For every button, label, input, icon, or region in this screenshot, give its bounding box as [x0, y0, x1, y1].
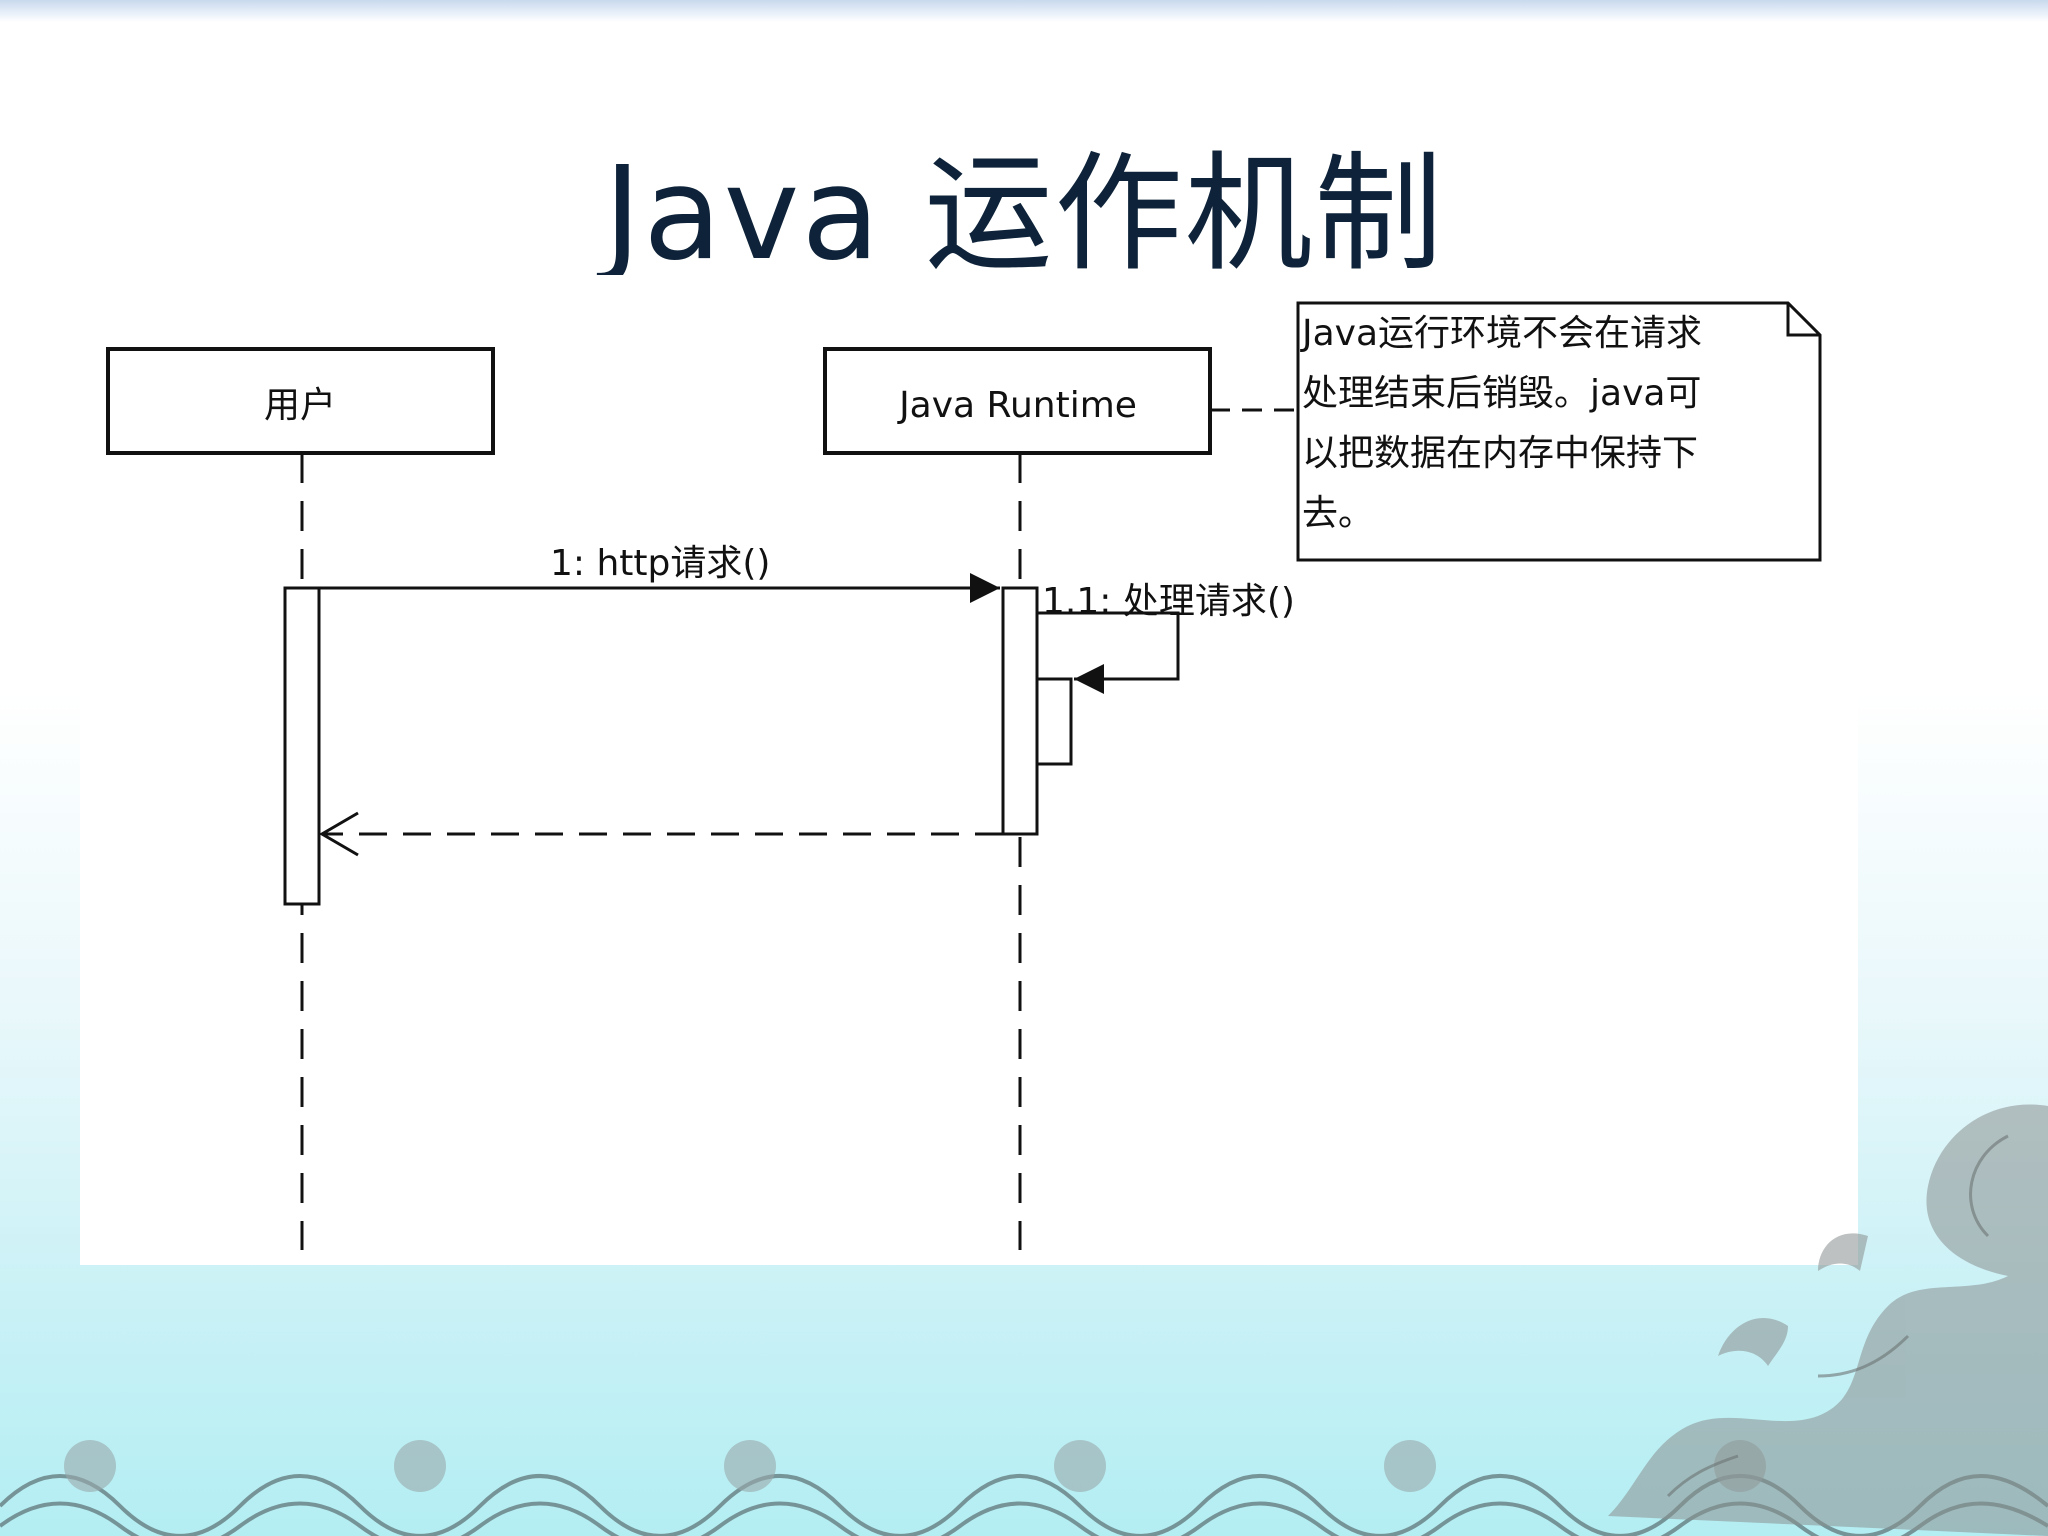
message-label-2: 1.1: 处理请求() [1042, 581, 1295, 622]
note-fold [1786, 303, 1820, 337]
top-header-band [0, 0, 2048, 22]
sequence-diagram: 用户 Java Runtime Java运行环境不会在请求 处理结束后销毁。ja… [106, 301, 1822, 1250]
note-line-4: 去。 [1302, 493, 1374, 534]
message-label-1: 1: http请求() [550, 543, 770, 584]
message-arrow-2 [1037, 611, 1180, 694]
note-line-2: 处理结束后销毁。java可 [1302, 373, 1701, 414]
sequence-diagram-panel: 用户 Java Runtime Java运行环境不会在请求 处理结束后销毁。ja… [80, 275, 1858, 1265]
activation-user [283, 586, 321, 906]
return-arrowhead [319, 811, 359, 857]
activation-runtime [1001, 586, 1039, 836]
slide-title: Java 运作机制 [603, 140, 1445, 289]
activation-runtime-nested [1035, 677, 1073, 766]
lifeline-box-user [106, 347, 495, 455]
note-line-1: Java运行环境不会在请求 [1300, 313, 1702, 354]
note-box [1296, 301, 1822, 562]
note-line-3: 以把数据在内存中保持下 [1302, 433, 1698, 474]
lifeline-label-user: 用户 [264, 385, 336, 426]
decorative-dragon [1608, 1104, 2048, 1536]
lifeline-label-runtime: Java Runtime [897, 385, 1137, 426]
lifeline-box-runtime [823, 347, 1212, 455]
